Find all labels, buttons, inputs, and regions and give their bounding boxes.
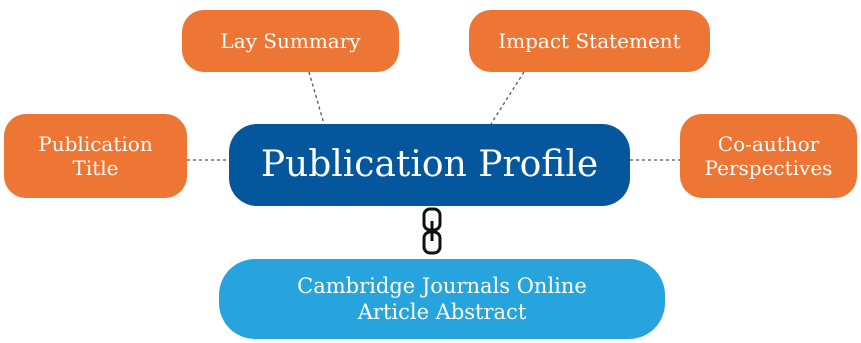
coauthor-perspectives-label-line-2: Perspectives <box>704 156 833 180</box>
journal-abstract-label-line-2: Article Abstract <box>357 300 527 324</box>
publication-title-label-line-1: Publication <box>38 132 153 156</box>
impact-statement-node: Impact Statement <box>469 10 710 72</box>
coauthor-perspectives-node: Co-author Perspectives <box>680 114 857 198</box>
journal-abstract-node: Cambridge Journals Online Article Abstra… <box>219 259 665 339</box>
publication-title-label-line-2: Title <box>72 156 119 180</box>
connector-impact-statement <box>490 71 525 125</box>
chain-link-icon <box>422 207 442 255</box>
coauthor-perspectives-label-line-1: Co-author <box>717 132 820 156</box>
impact-statement-label: Impact Statement <box>498 29 681 53</box>
publication-profile-node: Publication Profile <box>229 124 630 206</box>
publication-title-node: Publication Title <box>4 114 187 198</box>
publication-profile-label: Publication Profile <box>260 144 599 186</box>
lay-summary-node: Lay Summary <box>182 10 399 72</box>
lay-summary-label: Lay Summary <box>220 29 361 53</box>
connector-lay-summary <box>308 71 325 125</box>
journal-abstract-label-line-1: Cambridge Journals Online <box>297 273 587 298</box>
